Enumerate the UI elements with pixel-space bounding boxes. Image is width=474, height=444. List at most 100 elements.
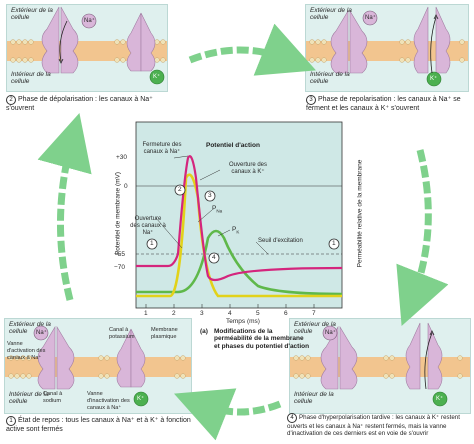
na-ion-label: Na⁺ [36,330,47,336]
na-ion-label: Na⁺ [325,330,336,336]
marker-1-label: 1 [150,240,154,247]
inside-label: Intérieur de la cellule [9,391,49,406]
marker-1b-label: 1 [332,240,336,247]
inside-label: Intérieur de la cellule [11,71,51,86]
annotation-ouverture-k: Ouverture des canaux à K⁺ [228,162,268,175]
k-ion [426,71,442,87]
x-axis-label: Temps (ms) [226,318,260,325]
marker-1 [146,238,158,250]
outside-label: Extérieur de la cellule [11,7,53,22]
arrow-bottom [173,388,282,441]
annotation-pk: PK [232,226,239,235]
activation-gate-label: Vanne d'activation des canaux à Na⁺ [7,341,46,361]
y-axis-right-label: Perméabilité relative de la membrane [356,159,364,268]
annotation-seuil: Seuil d'excitation [258,238,303,244]
caption-text: État de repos : tous les canaux à Na⁺ et… [6,417,191,433]
k-ion-label: K⁺ [430,76,438,82]
k-ion-label: K⁺ [137,396,145,402]
k-channel [126,12,156,72]
marker-3 [204,190,216,202]
k-flow-arrow [430,16,437,74]
pk-sub: K [236,229,240,235]
na-ion [81,13,97,29]
inside-label: Intérieur de la cellule [310,71,350,86]
caption-text: Phase de repolarisation : les canaux à N… [306,96,461,112]
hyperpolarisation-scene [290,322,470,407]
na-channel-label: Canal à sodium [43,391,63,404]
k-ion [133,391,149,407]
marker-1b [328,238,340,250]
y-tick-plus30: +30 [116,154,128,161]
na-ion [322,325,338,341]
pk-curve [136,229,343,296]
pna-letter: P [212,205,217,212]
k-ion [432,391,448,407]
x-tick-3: 3 [200,310,204,317]
panel-repolarisation: Extérieur de la cellule Intérieur de la … [305,4,469,92]
ap-curve [136,155,343,282]
x-tick-1: 1 [144,310,148,317]
graph-caption-letter: (a) [200,328,208,335]
x-tick-marks [145,304,315,308]
na-ion-label: Na⁺ [84,18,95,24]
x-tick-6: 6 [284,310,288,317]
na-channel [330,9,368,74]
arrow-left [37,113,92,301]
outside-label: Extérieur de la cellule [9,321,51,336]
arrow-top [188,23,317,76]
marker-3-label: 3 [208,192,212,199]
pk-letter: P [232,226,237,233]
na-channel [37,325,75,390]
caption-text: Phase d'hyperpolarisation tardive : les … [287,414,460,438]
repos-scene [5,325,191,407]
repolarisation-scene [306,6,468,87]
na-channel [320,325,358,390]
annotation-fermeture: Fermeture des canaux à Na⁺ [142,142,182,155]
na-channel [41,6,79,74]
k-channel-label: Canal à potassium [109,327,135,340]
y-tick-minus55: −55 [114,251,126,258]
na-flow-arrow [59,20,68,62]
x-tick-4: 4 [228,310,232,317]
y-tick-0: 0 [124,183,128,190]
callout-lines [155,155,269,255]
na-ion [33,325,49,341]
outside-label: Extérieur de la cellule [310,7,352,22]
annotation-potentiel-action: Potentiel d'action [206,142,260,149]
panel-repos: Extérieur de la cellule Intérieur de la … [4,318,192,414]
y-tick-minus70: −70 [114,264,126,271]
annotation-ouverture-na: Ouverture des canaux à Na⁺ [130,216,166,236]
inside-label: Intérieur de la cellule [294,391,334,406]
na-ion [362,10,378,26]
membrane-label: Membrane plasmique [151,327,178,340]
annotation-pna: PNa [212,205,222,214]
marker-4-label: 4 [212,254,216,261]
x-tick-2: 2 [172,310,176,317]
plot-area [135,121,343,309]
graph-plot [135,121,343,309]
x-tick-5: 5 [256,310,260,317]
na-ion-label: Na⁺ [365,15,376,21]
phospholipid-heads [8,355,186,379]
caption-text: Phase de dépolarisation : les canaux à N… [6,96,153,112]
panel-depolarisation: Extérieur de la cellule Intérieur de la … [6,4,168,92]
k-channel [116,328,146,388]
y-axis-left-label: Potentiel de membrane (mV) [114,171,122,256]
marker-2 [174,184,186,196]
k-ion-label: K⁺ [153,74,161,80]
outside-label: Extérieur de la cellule [294,321,336,336]
k-channel [405,322,443,390]
pna-sub: Na [216,208,223,214]
x-tick-7: 7 [312,310,316,317]
marker-2-label: 2 [178,186,182,193]
action-potential-graph: 1 2 3 4 1 +30 0 −55 −70 1 2 3 4 5 6 7 Te… [108,118,368,350]
phospholipid-heads [293,355,463,379]
depolarisation-scene [7,6,167,85]
k-ion [149,69,165,85]
arrow-right [396,149,449,327]
